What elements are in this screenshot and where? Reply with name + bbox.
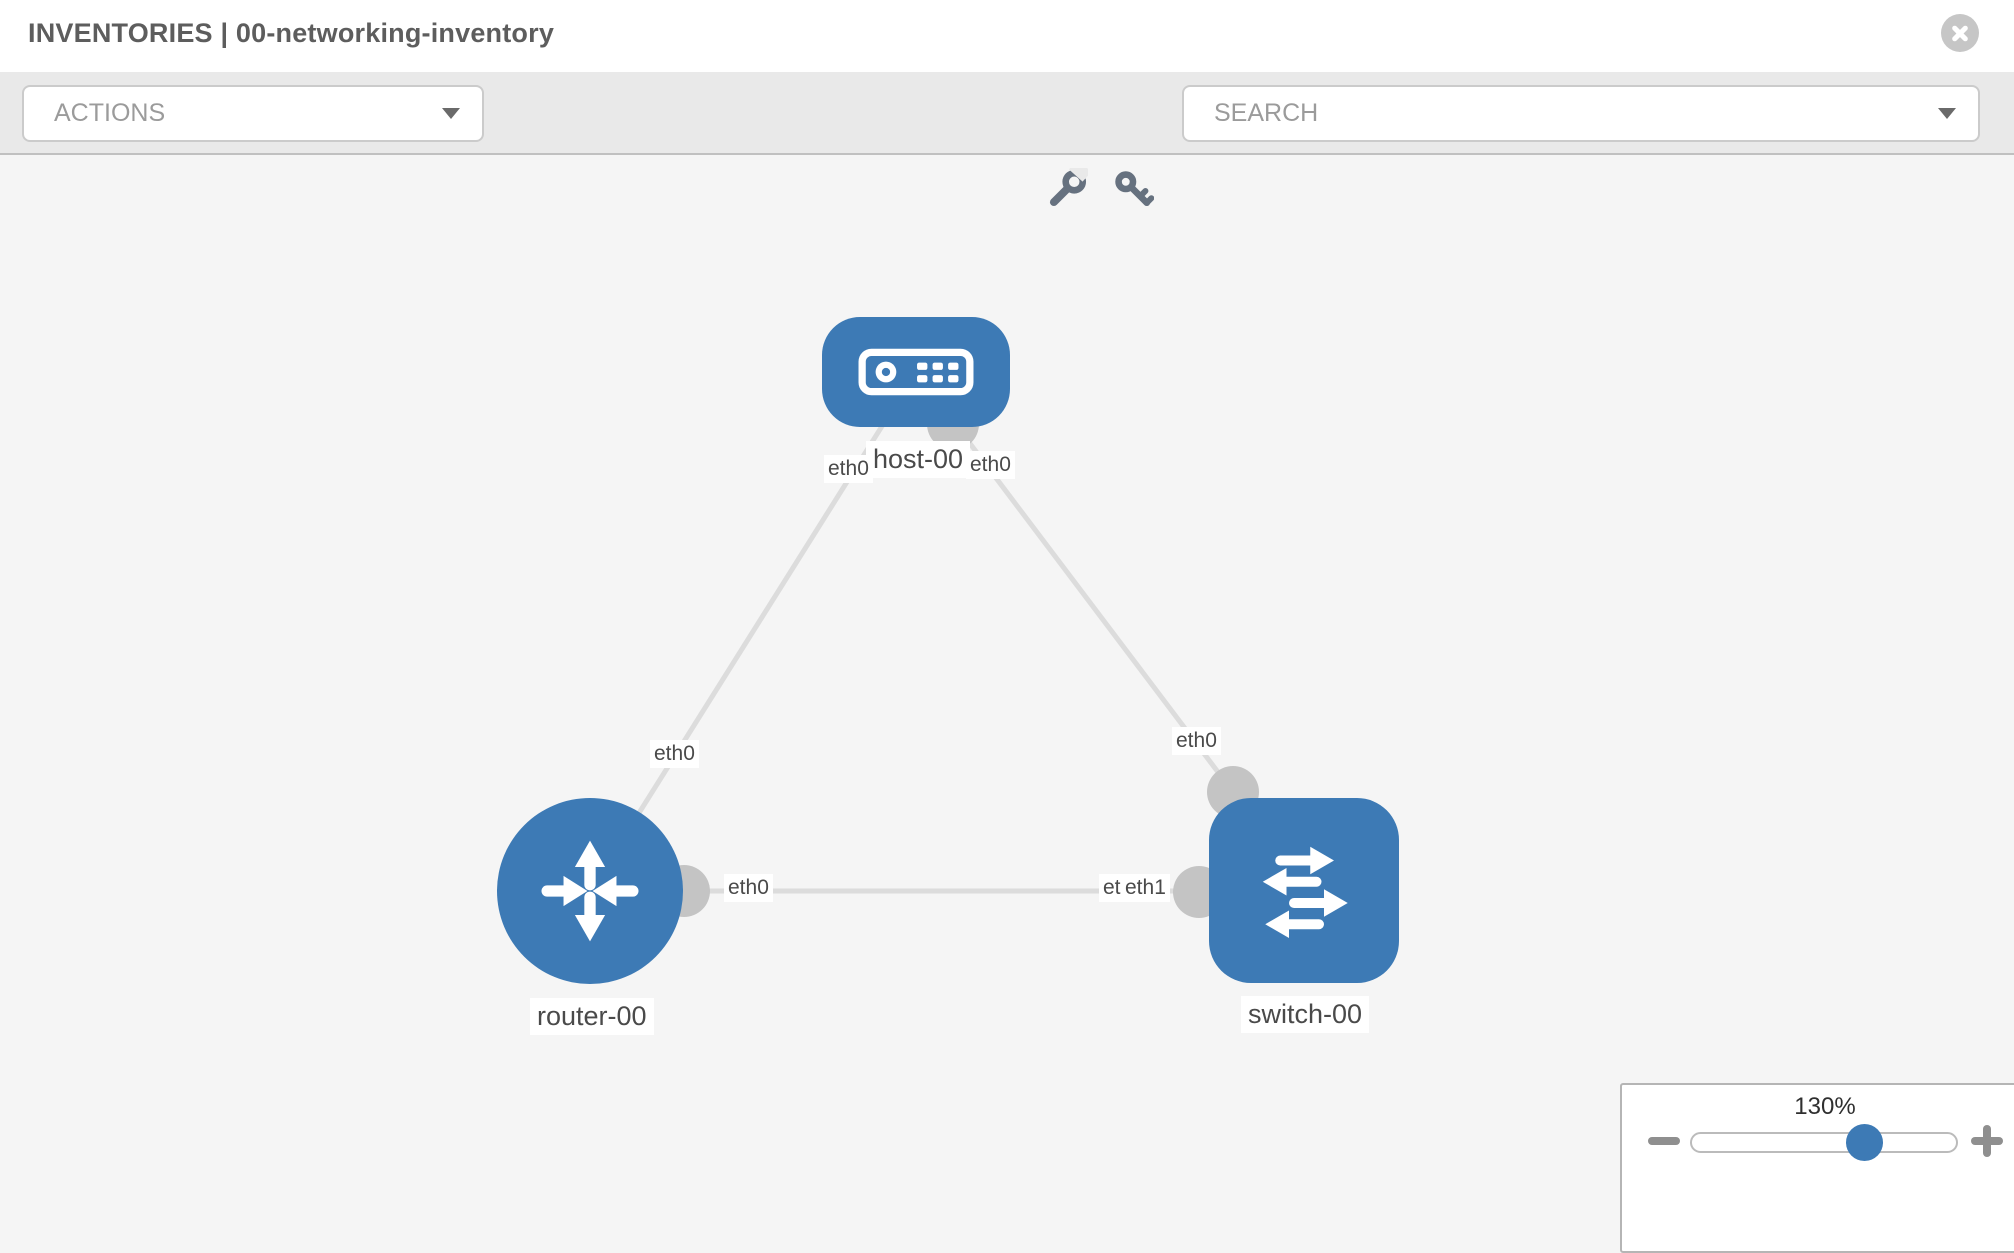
- key-icon: [1115, 171, 1155, 207]
- zoom-in-button[interactable]: [1971, 1125, 2003, 1157]
- actions-dropdown[interactable]: ACTIONS: [22, 85, 484, 142]
- topology-canvas[interactable]: host-00 router-00 switch-00 eth0 eth0 et…: [0, 155, 2014, 1253]
- configure-tools-button[interactable]: [1046, 159, 1092, 210]
- iface-label-host-right: eth0: [966, 451, 1015, 479]
- header-bar: INVENTORIES | 00-networking-inventory: [0, 0, 2014, 72]
- zoom-panel: 130%: [1620, 1083, 2014, 1253]
- node-label-router: router-00: [530, 998, 654, 1035]
- iface-label-router-right: eth0: [724, 874, 773, 902]
- node-switch-00[interactable]: [1209, 798, 1399, 983]
- search-dropdown: [1182, 85, 1980, 142]
- chevron-down-icon: [442, 108, 460, 119]
- node-label-host: host-00: [866, 441, 971, 478]
- key-legend-button[interactable]: [1112, 168, 1155, 210]
- search-input[interactable]: [1214, 99, 1938, 128]
- page-title: INVENTORIES | 00-networking-inventory: [28, 18, 555, 48]
- edges-layer: [587, 370, 1304, 894]
- router-icon: [541, 840, 639, 942]
- wrench-icon: [1049, 159, 1092, 207]
- node-host-00[interactable]: [822, 317, 1010, 427]
- zoom-out-button[interactable]: [1648, 1137, 1680, 1145]
- iface-label-switch-eth1: eth1: [1121, 874, 1170, 902]
- node-router-00[interactable]: [497, 798, 683, 984]
- toolbar: ACTIONS: [0, 72, 2014, 207]
- actions-dropdown-label: ACTIONS: [54, 99, 166, 127]
- close-button[interactable]: [1941, 14, 1979, 52]
- chevron-down-icon: [1938, 108, 1956, 119]
- iface-label-host-left: eth0: [824, 455, 873, 483]
- host-icon: [858, 348, 974, 396]
- node-label-switch: switch-00: [1241, 996, 1370, 1033]
- iface-label-switch-up: eth0: [1172, 727, 1221, 755]
- zoom-slider-track[interactable]: [1690, 1124, 1958, 1161]
- switch-icon: [1262, 846, 1348, 938]
- zoom-level-value: 130%: [1794, 1093, 1856, 1120]
- zoom-slider-thumb[interactable]: [1846, 1124, 1883, 1161]
- iface-label-router-up: eth0: [650, 740, 699, 768]
